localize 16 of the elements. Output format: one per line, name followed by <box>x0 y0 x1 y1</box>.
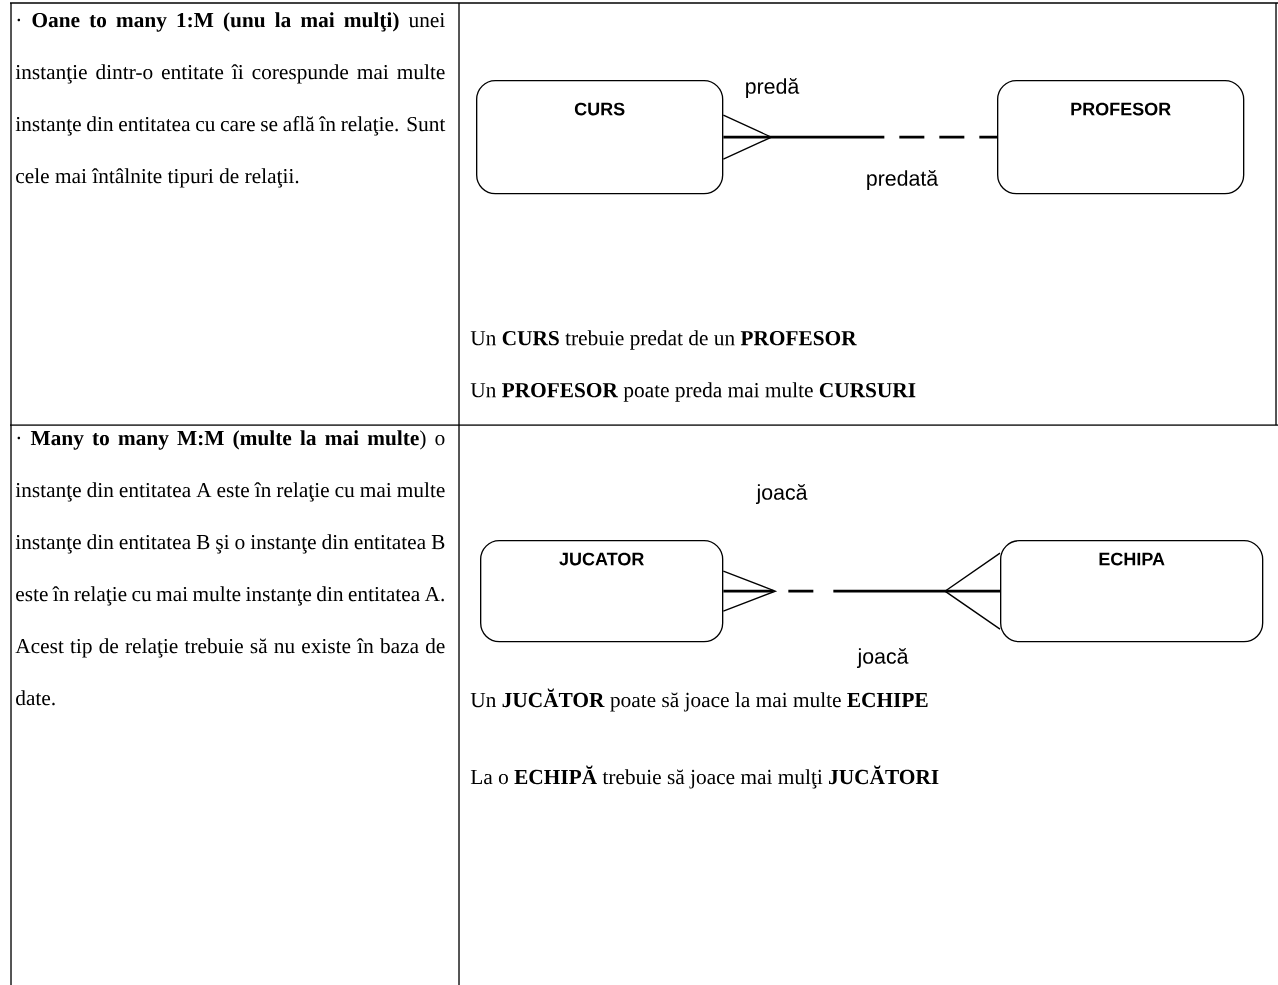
edge-label: joacă <box>755 482 809 506</box>
example-sentence: Un PROFESOR poate preda mai multe CURSURI <box>470 382 916 402</box>
description-text: · Many to many M:M (multe la mai multe) o instanţe din entitatea A este în relaţie cu mai multe instanţe din entitatea B şi o instanţe din entitatea B este în relaţie cu mai multe instanţe din entitatea A. Acest tip de relaţie trebuie să nu existe în baza de date. <box>15 430 445 706</box>
relationship-label: predată <box>864 168 940 192</box>
example-sentence: Un CURS trebuie predat de un PROFESOR <box>470 330 857 350</box>
example-sentence: Un JUCĂTOR poate să joace la mai multe ECHIPE <box>470 688 928 712</box>
relationship-line <box>722 114 997 160</box>
relationship-label: joacă <box>856 646 910 670</box>
entity-box: PROFESOR <box>997 80 1245 195</box>
entity-box: CURS <box>476 80 724 195</box>
example-sentence: La o ECHIPĂ trebuie să joace mai mulţi JUCĂTORI <box>470 765 939 789</box>
relationship-line <box>722 552 1001 630</box>
edge-label: predă <box>743 76 801 100</box>
entity-box: JUCATOR <box>480 540 724 643</box>
description-text: · Oane to many 1:M (unu la mai mulţi) unei instanţie dintr-o entitate îi corespunde mai multe instanţe din entitatea cu care se află în relaţie. Sunt cele mai întâlnite tipuri de relaţii. <box>15 12 446 188</box>
entity-box: ECHIPA <box>1000 540 1264 643</box>
